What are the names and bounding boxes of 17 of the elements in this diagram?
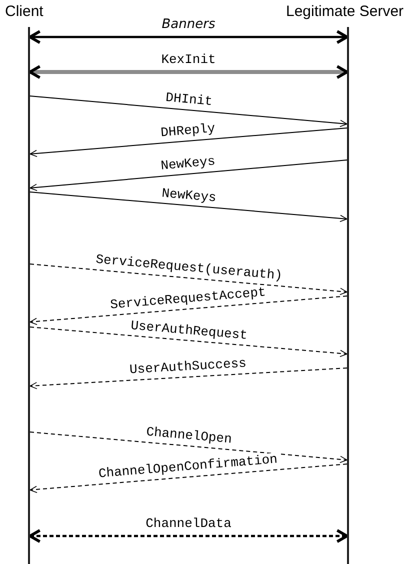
lifeline-label: Legitimate Server <box>286 3 404 21</box>
lifeline <box>28 27 30 564</box>
message-arrow <box>30 464 348 494</box>
message-arrow <box>28 65 348 79</box>
message-arrow <box>30 432 348 463</box>
message-arrow <box>30 192 348 222</box>
lifeline-label: Client <box>5 3 44 21</box>
message-arrow <box>30 326 348 357</box>
message-arrow <box>30 128 348 158</box>
message-arrow <box>30 96 348 127</box>
message-arrow <box>28 30 348 44</box>
message-arrow <box>30 368 348 390</box>
message-arrow <box>30 264 348 295</box>
message-arrow <box>30 160 348 191</box>
message-arrow <box>30 296 348 326</box>
message-arrow <box>28 529 348 543</box>
lifeline <box>347 27 349 564</box>
